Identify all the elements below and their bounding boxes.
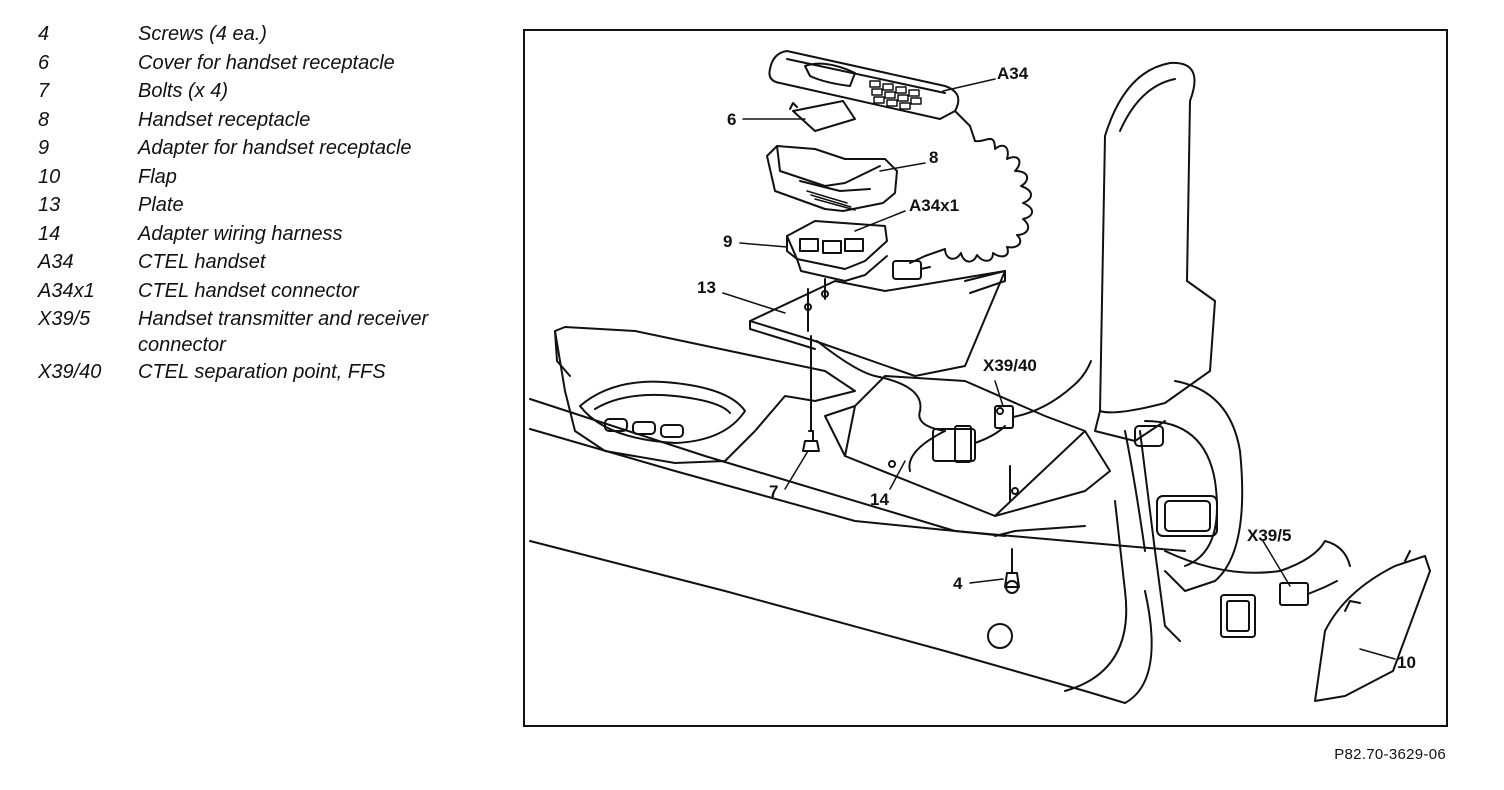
legend-key: 6: [38, 51, 50, 74]
coiled-cord: [909, 110, 1033, 264]
legend-desc: CTEL handset: [138, 251, 266, 273]
legend-key: X39/5: [38, 308, 91, 330]
callout-4: 4: [953, 574, 963, 593]
callout-a34x1: A34x1: [909, 196, 959, 215]
side-panel: [1124, 380, 1244, 642]
receptacle-adapter: [786, 220, 888, 282]
storage-tray: [824, 375, 1111, 517]
callout-14: 14: [870, 490, 889, 509]
flap: [1314, 550, 1431, 702]
legend-desc: Handset receptacle: [138, 108, 311, 131]
legend-key: 14: [38, 222, 61, 245]
legend-row-13: 13 Plate: [38, 191, 508, 220]
callout-10: 10: [1397, 653, 1416, 672]
legend-desc: Flap: [138, 165, 177, 188]
parts-legend: 4 Screws (4 ea.) 6 Cover for handset rec…: [38, 20, 508, 387]
legend-desc: Adapter for handset receptacle: [138, 137, 412, 159]
legend-row-a34: A34 CTEL handset: [38, 248, 508, 277]
legend-key: 13: [38, 194, 61, 216]
legend-row-x39-5: X39/5 Handset transmitter and receiver c…: [38, 305, 508, 358]
separation-point-connector: [994, 360, 1092, 429]
legend-key: A34x1: [38, 279, 95, 302]
legend-key: 9: [38, 137, 50, 159]
legend-row-a34x1: A34x1 CTEL handset connector: [38, 277, 508, 306]
legend-key: X39/40: [38, 361, 102, 383]
transmitter-receiver-connector: [1164, 540, 1351, 638]
callout-6: 6: [727, 110, 736, 129]
legend-row-9: 9 Adapter for handset receptacle: [38, 134, 508, 163]
legend-desc: CTEL handset connector: [138, 279, 359, 302]
armrest: [1094, 61, 1216, 442]
callout-x39-5: X39/5: [1247, 526, 1291, 545]
callout-x39-40: X39/40: [983, 356, 1037, 375]
console-body: [529, 398, 1186, 704]
legend-desc: CTEL separation point, FFS: [138, 361, 386, 383]
legend-key: 10: [38, 165, 61, 188]
legend-row-14: 14 Adapter wiring harness: [38, 220, 508, 249]
callout-8: 8: [929, 148, 938, 167]
legend-key: 7: [38, 80, 50, 102]
legend-row-7: 7 Bolts (x 4): [38, 77, 508, 106]
handset: [768, 50, 960, 120]
bolts: [802, 278, 826, 452]
diagram-drawing: A34 6 8 A34x1 9 13 X39/40 7 14 X39/5 4 1…: [529, 50, 1431, 704]
legend-desc: Handset transmitter and receiver connect…: [138, 308, 429, 356]
legend-desc: Adapter wiring harness: [138, 222, 343, 245]
legend-row-10: 10 Flap: [38, 163, 508, 192]
legend-desc: Cover for handset receptacle: [138, 51, 395, 74]
handset-receptacle: [766, 145, 898, 212]
legend-desc: Screws (4 ea.): [138, 23, 267, 45]
callout-7: 7: [769, 482, 778, 501]
adapter-wiring-harness: [816, 340, 1006, 472]
legend-row-6: 6 Cover for handset receptacle: [38, 49, 508, 78]
cover: [789, 100, 856, 132]
callout-a34: A34: [997, 64, 1029, 83]
legend-row-8: 8 Handset receptacle: [38, 106, 508, 135]
legend-row-4: 4 Screws (4 ea.): [38, 20, 508, 49]
callout-9: 9: [723, 232, 732, 251]
cup-holder-tray: [554, 326, 856, 464]
exploded-view-diagram: A34 6 8 A34x1 9 13 X39/40 7 14 X39/5 4 1…: [523, 29, 1448, 727]
legend-key: 8: [38, 108, 50, 131]
legend-key: A34: [38, 251, 74, 273]
callout-13: 13: [697, 278, 716, 297]
plate: [749, 270, 1006, 377]
figure-reference-number: P82.70-3629-06: [1334, 746, 1446, 763]
screw: [1004, 465, 1020, 594]
legend-key: 4: [38, 23, 50, 45]
handset-connector: [892, 260, 931, 280]
leader-lines: [722, 78, 1396, 660]
legend-row-x39-40: X39/40 CTEL separation point, FFS: [38, 358, 508, 387]
legend-desc: Plate: [138, 194, 184, 216]
legend-desc: Bolts (x 4): [138, 80, 229, 102]
